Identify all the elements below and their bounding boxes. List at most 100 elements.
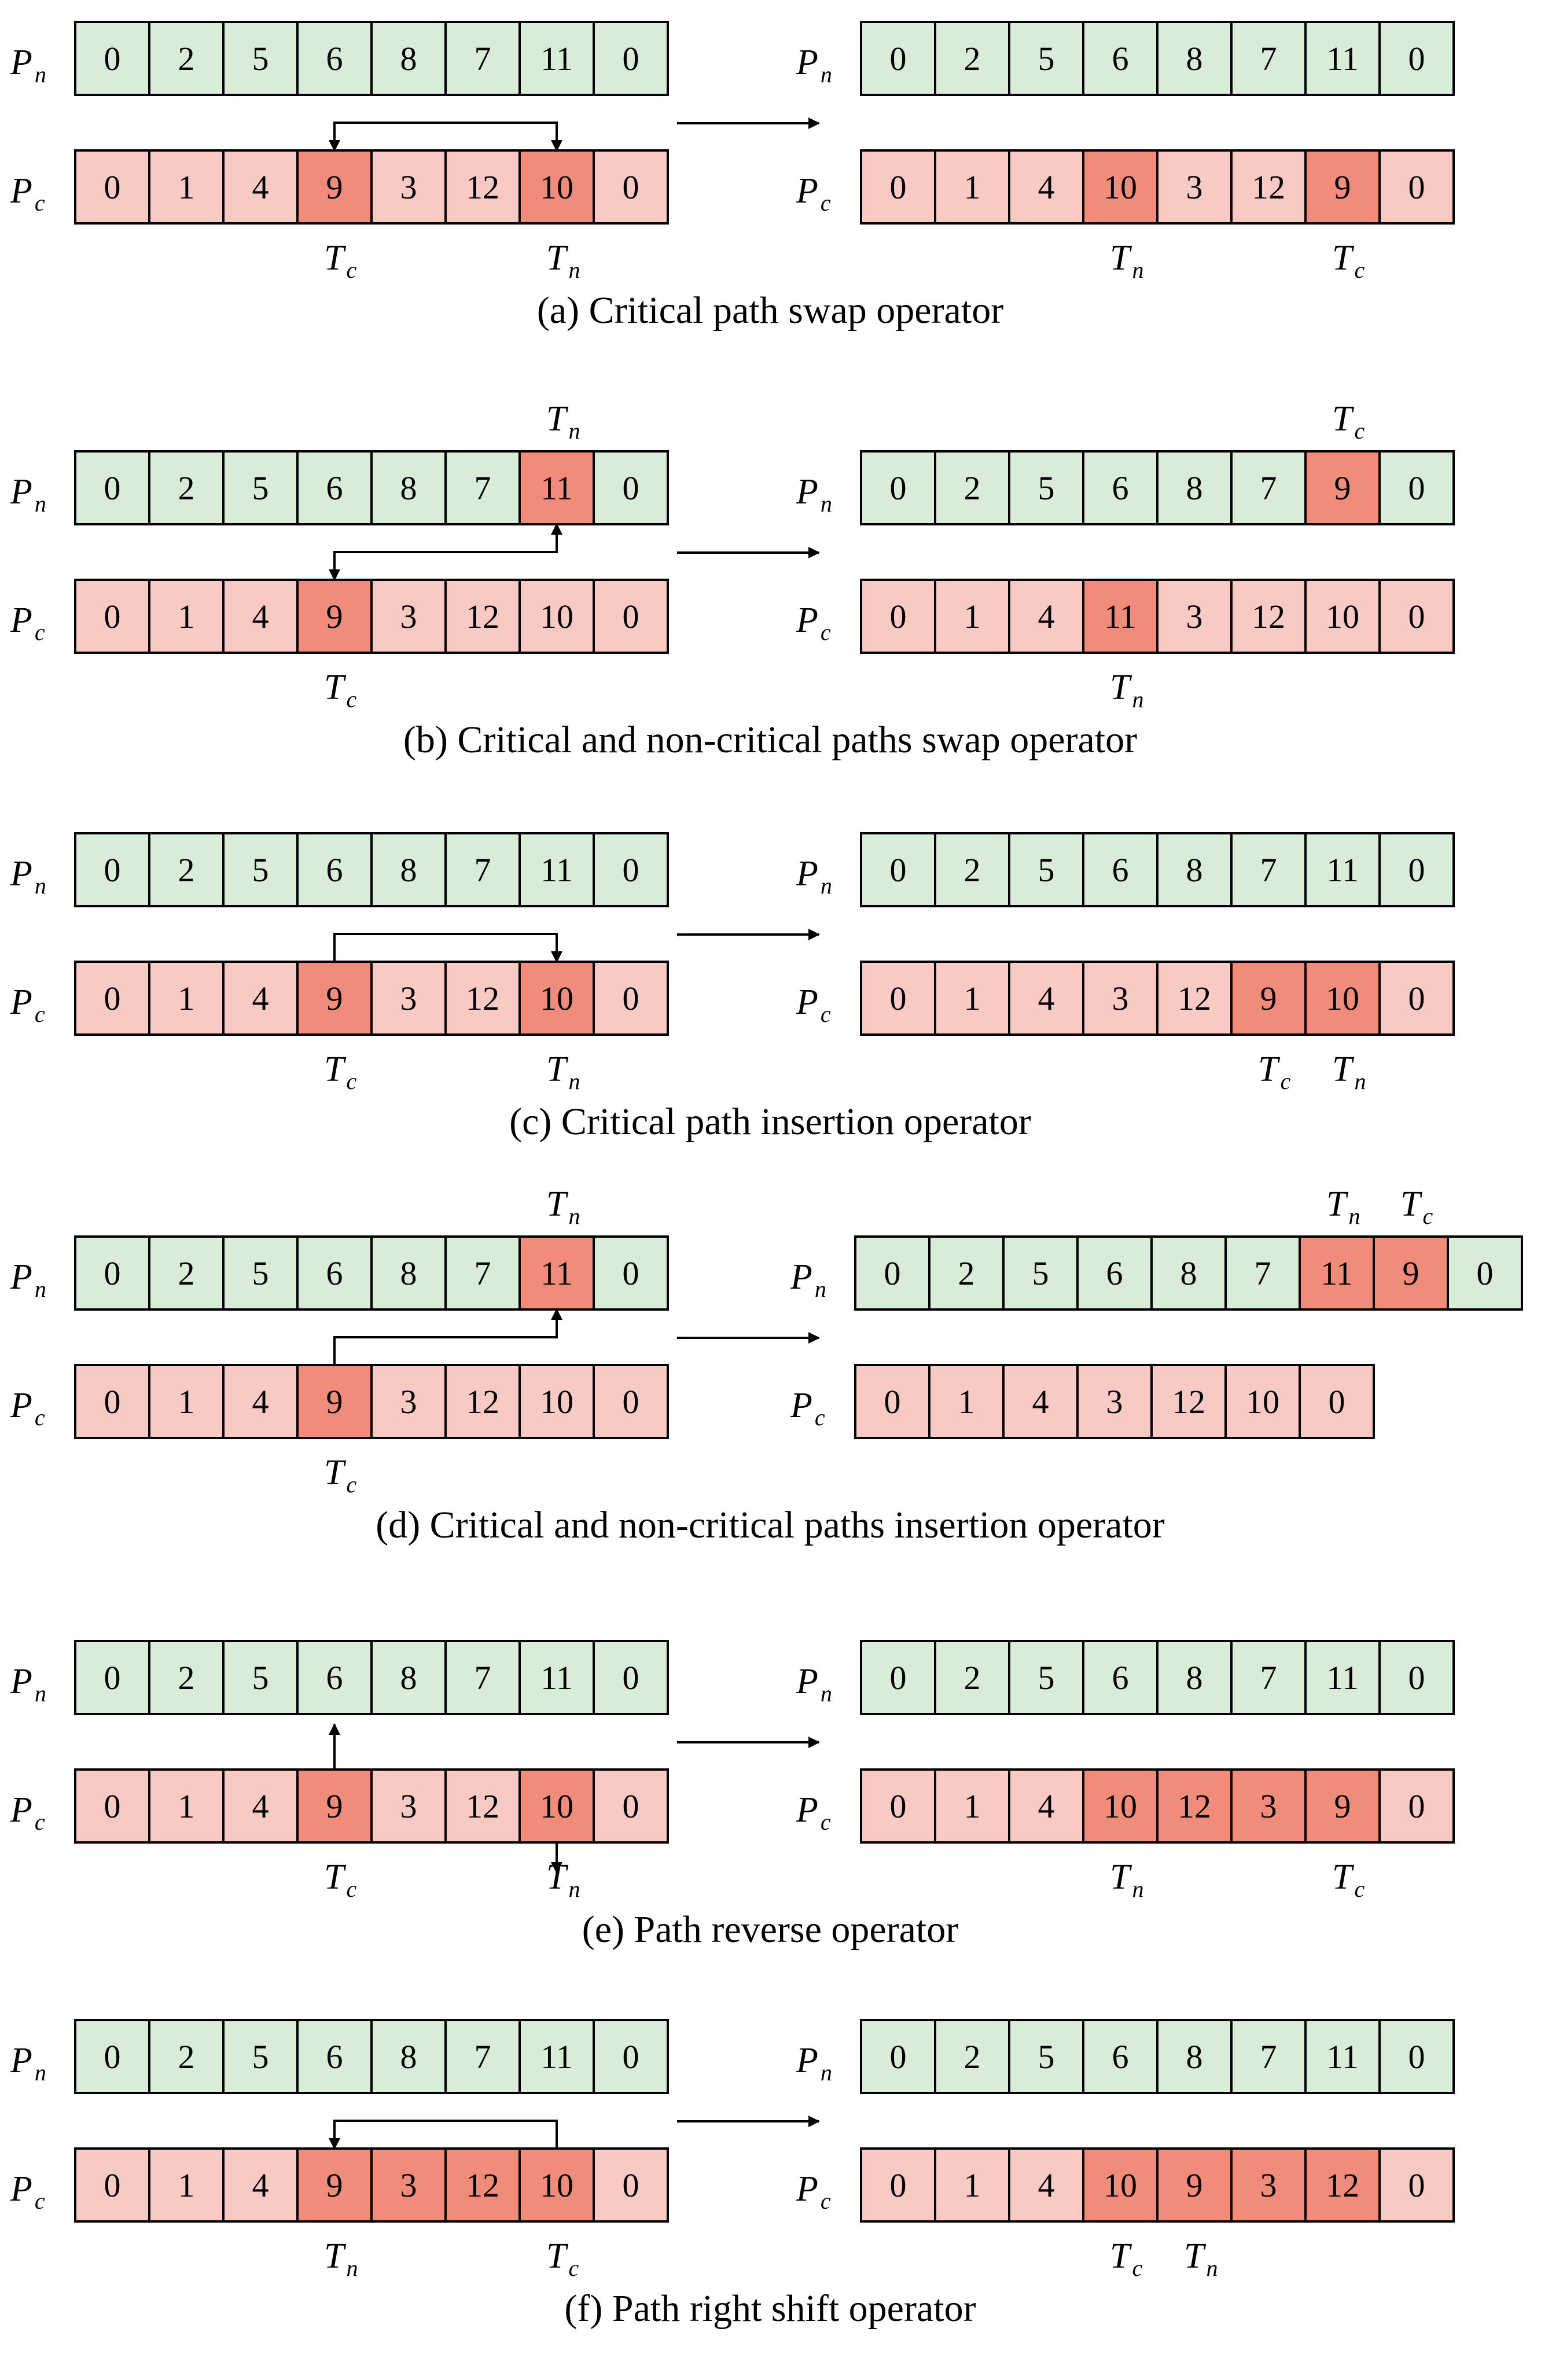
pn-row-cell: [518, 1640, 595, 1715]
pn-row-cell: [1230, 1640, 1307, 1715]
pn-row-cell-value: 11: [540, 2038, 573, 2076]
pn-row-cell: [1304, 2019, 1381, 2094]
pc-row-cell-value: 3: [1106, 1383, 1123, 1421]
pn-row-cell-value: 0: [623, 851, 639, 889]
pc-row-cell-value: 9: [326, 1787, 343, 1825]
pn-row-cell-value: 7: [1260, 469, 1277, 507]
pn-row-cell: [370, 21, 447, 96]
panel-caption: (c) Critical path insertion operator: [509, 1101, 1031, 1143]
pc-row-cell-value: 0: [104, 168, 121, 206]
pc-row-cell: [74, 961, 150, 1036]
pn-row-cell-value: 2: [178, 469, 195, 507]
pn-row-cell: [148, 2019, 225, 2094]
pc-row-cell: [1230, 579, 1307, 654]
pn-row-cell-value: 5: [252, 851, 269, 889]
pn-row-cell: [1008, 2019, 1084, 2094]
pn-row-cell: [1230, 21, 1307, 96]
pn-row-cell: [1304, 1640, 1381, 1715]
panel-caption: (d) Critical and non-critical paths inse…: [376, 1504, 1165, 1546]
pc-row-cell: [1156, 149, 1233, 225]
pn-row-cell-value: 8: [400, 40, 417, 78]
pc-row-cell: [593, 2147, 669, 2223]
pn-row-cell-value: 6: [1112, 1659, 1129, 1697]
pn-row-cell: [593, 832, 669, 907]
pc-row-cell-value: 10: [1326, 598, 1359, 635]
pc-row-cell: [1378, 2147, 1455, 2223]
pc-row-cell-value: 1: [178, 980, 195, 1017]
pn-row-cell: [296, 450, 373, 525]
pc-row-cell-value: 1: [958, 1383, 975, 1421]
pc-row-cell: [860, 2147, 936, 2223]
pc-row-cell: [1082, 961, 1158, 1036]
pn-row-cell-value: 5: [1038, 1659, 1055, 1697]
pc-row-cell: [1008, 1768, 1084, 1844]
pn-row-cell: [1008, 1640, 1084, 1715]
pn-row-cell-value: 7: [475, 2038, 491, 2076]
pn-row-cell: [148, 832, 225, 907]
pc-row-cell-value: 12: [466, 598, 499, 635]
pc-row-cell-value: 0: [104, 598, 121, 635]
pn-row-cell: [148, 450, 225, 525]
pc-row-cell-value: 4: [1038, 1787, 1055, 1825]
pn-row-cell-value: 7: [1260, 851, 1277, 889]
pc-row-cell-value: 9: [1260, 980, 1277, 1017]
pn-row-cell-value: 0: [890, 40, 907, 78]
pn-row-cell: [370, 832, 447, 907]
pn-row-cell-value: 7: [1255, 1255, 1271, 1292]
pn-row-cell: [1304, 21, 1381, 96]
pc-row-cell-value: 3: [1260, 2166, 1277, 2204]
pn-row-cell: [370, 2019, 447, 2094]
pc-row-cell: [854, 1364, 931, 1439]
pn-row-cell-value: 5: [252, 2038, 269, 2076]
pn-row-cell-value: 8: [400, 851, 417, 889]
pc-row-cell-value: 0: [1408, 980, 1425, 1017]
pc-row-cell-value: 0: [890, 168, 907, 206]
pc-row-cell-value: 12: [1172, 1383, 1205, 1421]
pn-row-cell-value: 8: [400, 1659, 417, 1697]
pn-row-cell-value: 9: [1403, 1255, 1419, 1292]
pn-row-cell-value: 11: [540, 1659, 573, 1697]
pn-row-cell: [1082, 1640, 1158, 1715]
pn-row-cell: [860, 2019, 936, 2094]
pc-row-cell: [1008, 961, 1084, 1036]
pc-row-cell-value: 9: [1334, 168, 1351, 206]
pc-row-cell-value: 10: [540, 598, 573, 635]
pn-row-cell: [854, 1235, 931, 1311]
pc-row-cell-value: 4: [1038, 980, 1055, 1017]
pn-row-cell-value: 11: [540, 40, 573, 78]
pn-row-cell-value: 5: [1038, 469, 1055, 507]
pn-row-cell: [1373, 1235, 1449, 1311]
pc-row-cell: [934, 579, 1010, 654]
pc-row-cell: [860, 1768, 936, 1844]
pn-row-cell-value: 7: [1260, 2038, 1277, 2076]
pc-row-cell: [444, 1364, 521, 1439]
pn-row-cell: [1156, 2019, 1233, 2094]
pn-row-cell-value: 5: [1032, 1255, 1049, 1292]
pn-row-cell: [934, 2019, 1010, 2094]
pn-row-cell-value: 0: [104, 2038, 121, 2076]
panel-caption: (b) Critical and non-critical paths swap…: [403, 719, 1137, 761]
pn-row-cell-value: 6: [1112, 851, 1129, 889]
pc-row-cell: [593, 961, 669, 1036]
pn-row-cell-value: 11: [1321, 1255, 1353, 1292]
pn-row-cell-value: 6: [326, 40, 343, 78]
pn-row-cell-value: 5: [252, 40, 269, 78]
